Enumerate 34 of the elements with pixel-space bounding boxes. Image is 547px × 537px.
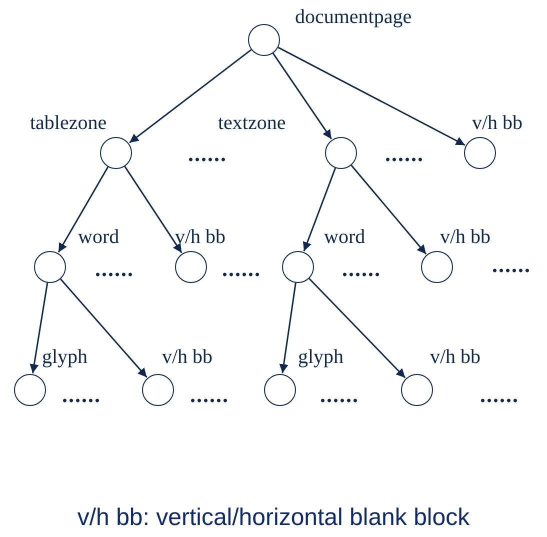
arrow (60, 278, 148, 378)
ellipsis: ...... (480, 383, 519, 407)
node-label: tablezone (30, 111, 107, 135)
node-label: word (78, 225, 120, 249)
node-label: v/h bb (430, 345, 481, 369)
node-label: word (324, 225, 366, 249)
ellipsis: ...... (188, 142, 227, 166)
arrow (350, 164, 427, 254)
ellipsis: ...... (342, 257, 381, 281)
ellipsis: ...... (95, 257, 134, 281)
ellipsis: ...... (492, 253, 531, 277)
arrow (129, 49, 252, 144)
arrow (58, 166, 109, 253)
node-label: v/h bb (162, 345, 213, 369)
ellipsis: ...... (320, 383, 359, 407)
node-label: v/h bb (472, 111, 523, 135)
arrow (279, 282, 296, 374)
caption: v/h bb: vertical/horizontal blank block (76, 503, 471, 533)
arrow (302, 168, 336, 252)
node-label: documentpage (295, 5, 412, 29)
ellipsis: ...... (385, 142, 424, 166)
node-label: textzone (218, 111, 286, 135)
node-label: v/h bb (175, 225, 226, 249)
ellipsis: ...... (190, 383, 229, 407)
arrow (272, 52, 332, 140)
node-label: glyph (42, 345, 88, 369)
arrow (308, 278, 406, 378)
node-label: glyph (298, 345, 344, 369)
arrow (30, 282, 48, 374)
arrow (278, 46, 466, 146)
node-label: v/h bb (440, 225, 491, 249)
arrow (124, 166, 182, 254)
ellipsis: ...... (62, 383, 101, 407)
ellipsis: ...... (222, 257, 261, 281)
